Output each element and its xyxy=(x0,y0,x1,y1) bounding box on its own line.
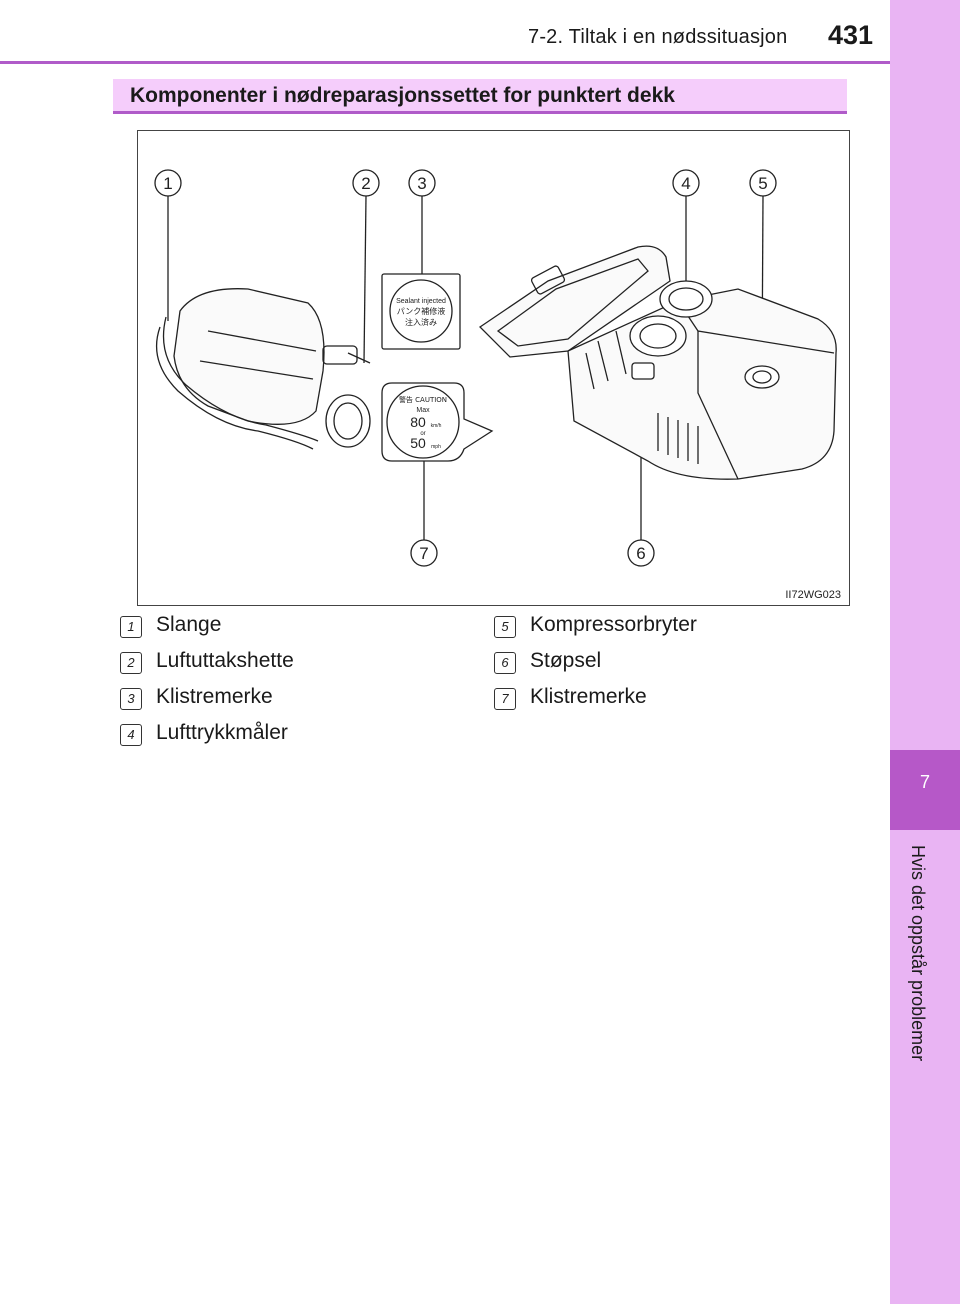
figure-code: II72WG023 xyxy=(785,589,841,601)
side-tab-upper xyxy=(890,0,960,750)
svg-text:1: 1 xyxy=(163,174,172,193)
callout-4: 4 xyxy=(672,169,700,293)
svg-text:50: 50 xyxy=(410,435,426,451)
legend-number: 6 xyxy=(494,652,516,674)
header-rule xyxy=(0,61,890,64)
svg-text:3: 3 xyxy=(417,174,426,193)
svg-text:パンク補修液: パンク補修液 xyxy=(397,306,445,316)
svg-text:警告 CAUTION: 警告 CAUTION xyxy=(399,395,447,404)
callout-7: 7 xyxy=(410,454,438,567)
compressor xyxy=(478,245,837,480)
section-heading-box: Komponenter i nødreparasjonssettet for p… xyxy=(113,79,847,114)
callout-1: 1 xyxy=(154,169,182,321)
svg-text:80: 80 xyxy=(410,414,426,430)
caution-sticker: 警告 CAUTION Max 80 km/h or 50 mph xyxy=(381,382,494,462)
legend-number: 5 xyxy=(494,616,516,638)
legend-label: Klistremerke xyxy=(530,685,647,708)
page-number: 431 xyxy=(828,20,874,50)
svg-text:km/h: km/h xyxy=(431,423,442,429)
legend-number: 4 xyxy=(120,724,142,746)
svg-text:Max: Max xyxy=(416,407,430,414)
chapter-number: 7 xyxy=(919,772,930,792)
svg-text:mph: mph xyxy=(431,444,441,450)
legend-number: 7 xyxy=(494,688,516,710)
section-title: 7-2. Tiltak i en nødssituasjon xyxy=(528,26,788,48)
svg-text:or: or xyxy=(420,431,425,437)
svg-text:5: 5 xyxy=(758,174,767,193)
svg-text:Sealant injected: Sealant injected xyxy=(396,298,446,305)
side-tab-lower xyxy=(890,830,960,1304)
sealant-bottle xyxy=(156,288,371,450)
legend-number: 3 xyxy=(120,688,142,710)
callout-3: 3 xyxy=(408,169,436,289)
repair-kit-drawing: 1 2 3 4 5 xyxy=(154,169,837,567)
legend-label: Støpsel xyxy=(530,649,602,672)
legend-label: Lufttrykkmåler xyxy=(156,721,288,744)
legend-label: Slange xyxy=(156,613,222,636)
sealant-sticker: Sealant injected パンク補修液 注入済み xyxy=(381,273,461,350)
callout-2: 2 xyxy=(352,169,380,364)
legend-label: Kompressorbryter xyxy=(530,613,697,636)
svg-text:7: 7 xyxy=(419,544,428,563)
svg-text:6: 6 xyxy=(636,544,645,563)
legend-label: Luftuttakshette xyxy=(156,649,294,672)
svg-text:2: 2 xyxy=(361,174,370,193)
legend-label: Klistremerke xyxy=(156,685,273,708)
svg-text:4: 4 xyxy=(681,174,690,193)
svg-text:注入済み: 注入済み xyxy=(405,317,437,327)
legend-number: 1 xyxy=(120,616,142,638)
section-heading: Komponenter i nødreparasjonssettet for p… xyxy=(130,84,675,107)
chapter-title: Hvis det oppstår problemer xyxy=(908,845,928,1062)
legend-number: 2 xyxy=(120,652,142,674)
repair-kit-illustration: 1 2 3 4 5 xyxy=(137,130,850,606)
chapter-tab[interactable]: 7 xyxy=(890,750,960,830)
